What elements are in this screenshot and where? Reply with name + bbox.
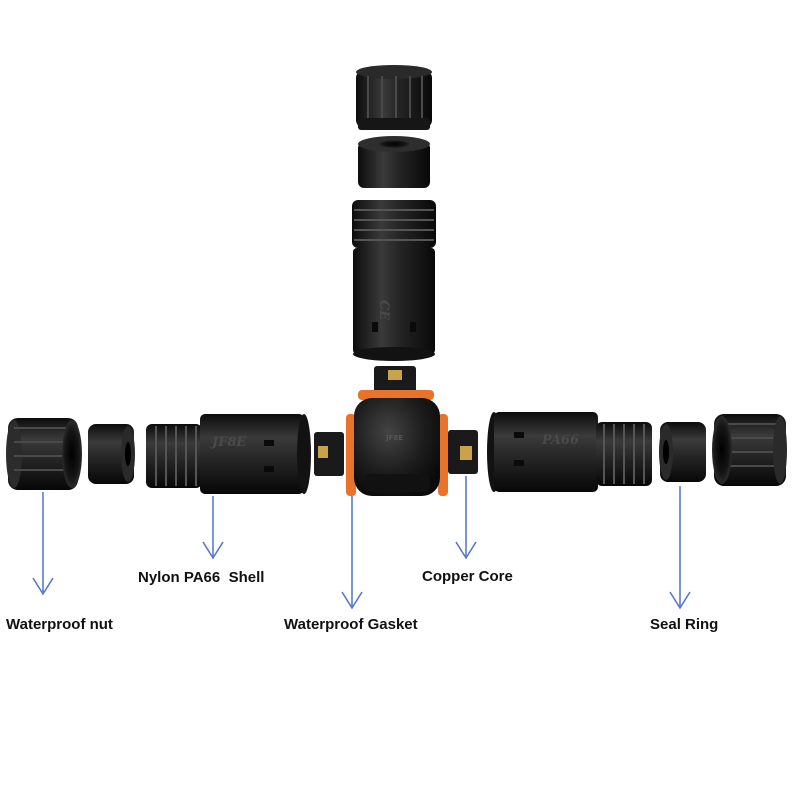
right-waterproof-gasket <box>438 414 448 496</box>
top-seal-ring <box>358 136 430 188</box>
arrow-nylon-shell <box>202 496 224 560</box>
arrow-seal-ring <box>669 486 691 610</box>
arrow-waterproof-gasket <box>341 496 363 610</box>
top-waterproof-nut <box>356 65 432 130</box>
top-copper-core <box>388 370 402 380</box>
hub-embossing: JF8E <box>385 434 403 442</box>
left-seal-ring <box>88 424 135 484</box>
label-seal-ring: Seal Ring <box>650 616 718 633</box>
top-nylon-shell: CE <box>352 200 436 361</box>
right-waterproof-nut <box>712 414 787 486</box>
right-seal-ring <box>659 422 706 482</box>
right-nylon-shell: PA66 <box>487 412 652 492</box>
right-shell-embossing: PA66 <box>541 433 579 448</box>
label-copper-core: Copper Core <box>422 568 513 585</box>
top-shell-embossing: CE <box>376 300 391 321</box>
center-tee-hub: JF8E <box>314 366 478 496</box>
arrow-waterproof-nut <box>32 492 54 596</box>
left-copper-core <box>318 446 328 458</box>
left-waterproof-nut <box>6 418 82 490</box>
arrow-copper-core <box>455 476 477 560</box>
left-waterproof-gasket <box>346 414 356 496</box>
label-waterproof-nut: Waterproof nut <box>6 616 113 633</box>
left-shell-embossing: JF8E <box>209 435 247 450</box>
top-waterproof-gasket <box>358 390 434 400</box>
left-nylon-shell: JF8E <box>146 414 311 494</box>
right-copper-core <box>460 446 472 460</box>
label-nylon-shell: Nylon PA66 Shell <box>138 569 264 586</box>
label-waterproof-gasket: Waterproof Gasket <box>284 616 418 633</box>
